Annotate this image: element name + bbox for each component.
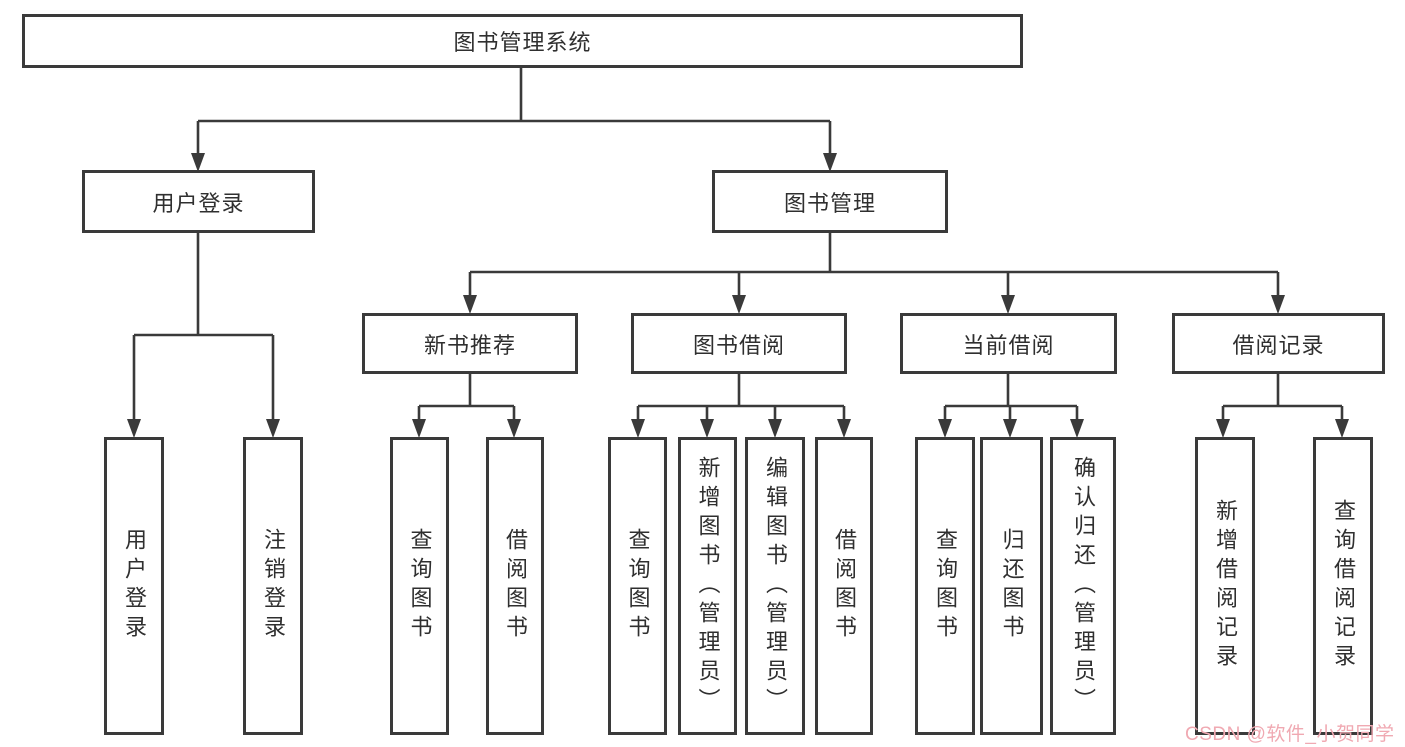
- node-borrow-records: 借阅记录: [1172, 313, 1385, 374]
- node-current-borrowing: 当前借阅: [900, 313, 1117, 374]
- node-book-borrowing: 图书借阅: [631, 313, 847, 374]
- leaf-logout: 注销登录: [243, 437, 303, 735]
- leaf-confirm-return-admin: 确认归还（管理员）: [1050, 437, 1116, 735]
- leaf-query-books-current: 查询图书: [915, 437, 975, 735]
- leaf-add-books-admin: 新增图书（管理员）: [678, 437, 737, 735]
- leaf-add-borrow-record: 新增借阅记录: [1195, 437, 1255, 735]
- leaf-borrow-books-borrowing: 借阅图书: [815, 437, 873, 735]
- node-root-system: 图书管理系统: [22, 14, 1023, 68]
- leaf-query-books-recommend: 查询图书: [390, 437, 449, 735]
- node-user-login: 用户登录: [82, 170, 315, 233]
- node-new-book-recommend: 新书推荐: [362, 313, 578, 374]
- leaf-query-borrow-record: 查询借阅记录: [1313, 437, 1373, 735]
- leaf-user-login: 用户登录: [104, 437, 164, 735]
- leaf-return-books: 归还图书: [980, 437, 1043, 735]
- leaf-edit-books-admin: 编辑图书（管理员）: [745, 437, 805, 735]
- node-book-management: 图书管理: [712, 170, 948, 233]
- csdn-watermark: CSDN @软件_小贺同学: [1185, 724, 1395, 745]
- leaf-query-books-borrowing: 查询图书: [608, 437, 667, 735]
- arrowhead-icons: [127, 153, 1349, 438]
- leaf-borrow-books-recommend: 借阅图书: [486, 437, 544, 735]
